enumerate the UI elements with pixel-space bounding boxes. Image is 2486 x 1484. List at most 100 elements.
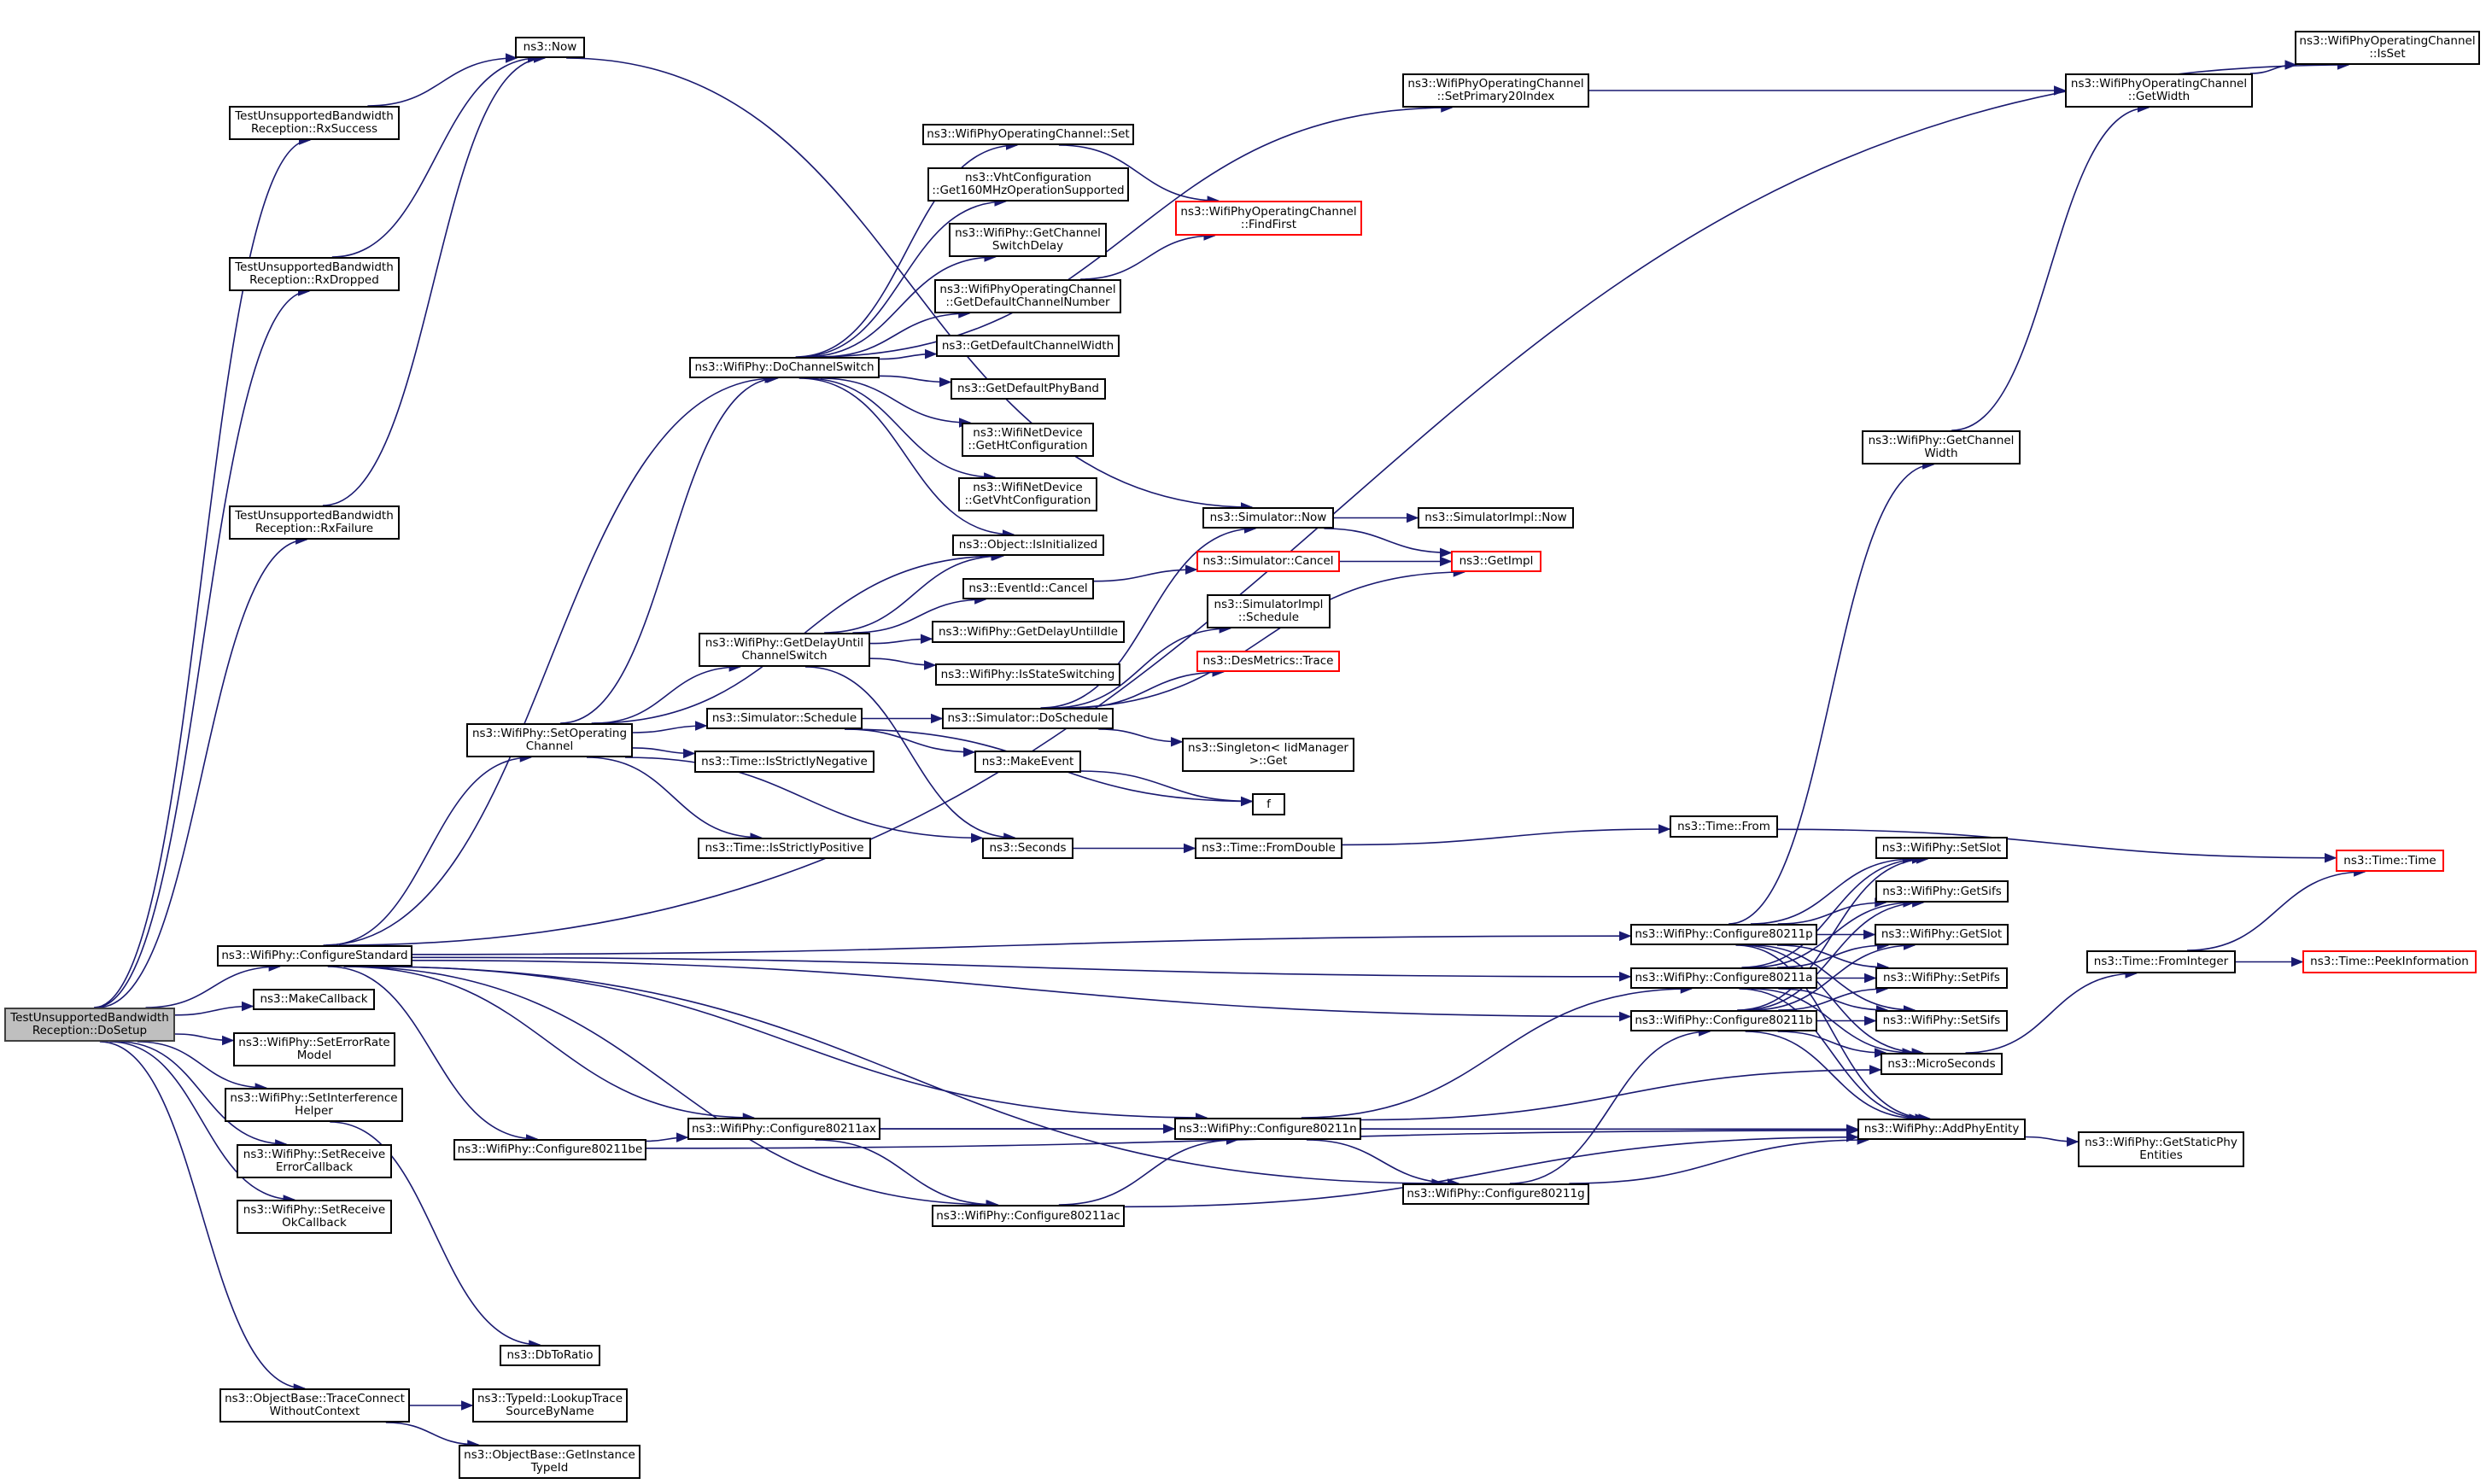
node-set-slot[interactable]: ns3::WifiPhy::SetSlot (1875, 837, 2008, 859)
node-op-chan-set[interactable]: ns3::WifiPhyOperatingChannel::Set (922, 124, 1134, 145)
node-do-channel-switch[interactable]: ns3::WifiPhy::DoChannelSwitch (689, 357, 880, 378)
node-set-interference-helper[interactable]: ns3::WifiPhy::SetInterference Helper (225, 1088, 403, 1122)
node-add-phy-entity[interactable]: ns3::WifiPhy::AddPhyEntity (1857, 1119, 2026, 1140)
node-is-state-switching[interactable]: ns3::WifiPhy::IsStateSwitching (935, 663, 1120, 686)
node-do-setup[interactable]: TestUnsupportedBandwidth Reception::DoSe… (4, 1008, 175, 1042)
node-set-receive-ok-callback[interactable]: ns3::WifiPhy::SetReceive OkCallback (237, 1200, 392, 1234)
node-is-set[interactable]: ns3::WifiPhyOperatingChannel ::IsSet (2295, 31, 2480, 65)
node-rx-failure[interactable]: TestUnsupportedBandwidth Reception::RxFa… (229, 505, 400, 540)
node-des-metrics-trace[interactable]: ns3::DesMetrics::Trace (1196, 651, 1340, 672)
node-label: ns3::TypeId::LookupTrace SourceByName (477, 1392, 623, 1418)
node-label: ns3::Time::IsStrictlyPositive (705, 841, 864, 855)
node-make-callback[interactable]: ns3::MakeCallback (253, 989, 375, 1010)
node-db-to-ratio[interactable]: ns3::DbToRatio (500, 1345, 600, 1366)
node-configure80211a[interactable]: ns3::WifiPhy::Configure80211a (1630, 967, 1817, 989)
node-f[interactable]: f (1252, 793, 1285, 815)
edge-do-setup-to-make-callback (174, 1001, 254, 1016)
node-peek-information[interactable]: ns3::Time::PeekInformation (2302, 950, 2477, 973)
node-simulator-cancel[interactable]: ns3::Simulator::Cancel (1196, 551, 1340, 572)
node-set-sifs[interactable]: ns3::WifiPhy::SetSifs (1875, 1010, 2008, 1031)
node-now[interactable]: ns3::Now (515, 37, 585, 58)
node-make-event[interactable]: ns3::MakeEvent (974, 751, 1081, 773)
node-from-integer[interactable]: ns3::Time::FromInteger (2086, 950, 2236, 973)
node-get-static-phy-entities[interactable]: ns3::WifiPhy::GetStaticPhy Entities (2078, 1131, 2244, 1167)
node-configure80211ax[interactable]: ns3::WifiPhy::Configure80211ax (687, 1118, 880, 1140)
node-label: ns3::MicroSeconds (1887, 1056, 1996, 1071)
edge-do-setup-to-set-error-rate-model (174, 1033, 235, 1046)
node-simulator-now[interactable]: ns3::Simulator::Now (1202, 507, 1334, 529)
node-get-ht-configuration[interactable]: ns3::WifiNetDevice ::GetHtConfiguration (962, 423, 1094, 457)
node-configure80211b[interactable]: ns3::WifiPhy::Configure80211b (1630, 1010, 1817, 1031)
node-get-default-phy-band[interactable]: ns3::GetDefaultPhyBand (951, 378, 1106, 400)
node-label: ns3::ObjectBase::GetInstance TypeId (464, 1448, 635, 1475)
node-configure80211p[interactable]: ns3::WifiPhy::Configure80211p (1630, 924, 1817, 945)
node-configure80211n[interactable]: ns3::WifiPhy::Configure80211n (1174, 1118, 1361, 1140)
node-configure80211ac[interactable]: ns3::WifiPhy::Configure80211ac (932, 1205, 1125, 1227)
node-label: TestUnsupportedBandwidth Reception::RxFa… (235, 509, 394, 535)
node-find-first[interactable]: ns3::WifiPhyOperatingChannel ::FindFirst (1175, 201, 1362, 236)
edge-configure-standard-to-configure80211g (367, 966, 1444, 1189)
edge-configure80211p-to-set-slot (1750, 854, 1916, 925)
edge-configure80211n-to-configure80211a (1301, 984, 1693, 1119)
node-configure80211be[interactable]: ns3::WifiPhy::Configure80211be (453, 1139, 646, 1160)
node-lookup-trace-source-by-name[interactable]: ns3::TypeId::LookupTrace SourceByName (472, 1388, 628, 1423)
node-set-pifs[interactable]: ns3::WifiPhy::SetPifs (1875, 967, 2008, 989)
node-label: ns3::Time::FromInteger (2093, 955, 2229, 968)
node-get-slot[interactable]: ns3::WifiPhy::GetSlot (1875, 924, 2009, 945)
node-configure80211g[interactable]: ns3::WifiPhy::Configure80211g (1402, 1183, 1589, 1205)
node-set-receive-error-callback[interactable]: ns3::WifiPhy::SetReceive ErrorCallback (237, 1144, 392, 1178)
edge-do-schedule-to-singleton-get (1098, 728, 1184, 747)
node-label: ns3::WifiPhy::Configure80211be (457, 1142, 643, 1156)
edge-get-channel-width-to-get-width (1951, 102, 2150, 431)
edge-do-channel-switch-to-is-initialized (798, 377, 1015, 540)
node-get-channel-width[interactable]: ns3::WifiPhy::GetChannel Width (1862, 430, 2021, 464)
node-from-double[interactable]: ns3::Time::FromDouble (1195, 838, 1342, 859)
edge-do-channel-switch-to-get-channel-switch-delay (804, 252, 997, 358)
node-trace-connect-without-context[interactable]: ns3::ObjectBase::TraceConnect WithoutCon… (219, 1388, 410, 1423)
node-set-error-rate-model[interactable]: ns3::WifiPhy::SetErrorRate Model (233, 1032, 395, 1066)
node-label: ns3::WifiPhy::AddPhyEntity (1863, 1122, 2020, 1136)
node-get-delay-until-idle[interactable]: ns3::WifiPhy::GetDelayUntilIdle (932, 621, 1125, 643)
edge-simulator-schedule-to-make-event (844, 728, 976, 757)
node-get-delay-until-channel-switch[interactable]: ns3::WifiPhy::GetDelayUntil ChannelSwitc… (699, 633, 870, 667)
node-set-operating-channel[interactable]: ns3::WifiPhy::SetOperating Channel (466, 723, 633, 757)
node-get-default-channel-number[interactable]: ns3::WifiPhyOperatingChannel ::GetDefaul… (934, 279, 1121, 313)
edge-configure80211a-to-set-slot (1741, 854, 1925, 968)
node-label: ns3::Time::FromDouble (1202, 841, 1336, 855)
node-simulator-impl-now[interactable]: ns3::SimulatorImpl::Now (1418, 507, 1574, 529)
node-is-strictly-negative[interactable]: ns3::Time::IsStrictlyNegative (694, 751, 874, 773)
node-simulator-impl-schedule[interactable]: ns3::SimulatorImpl ::Schedule (1207, 594, 1331, 628)
edge-set-operating-channel-to-seconds (624, 757, 984, 844)
node-label: ns3::WifiPhyOperatingChannel ::FindFirst (1180, 204, 1357, 231)
node-get-vht-configuration[interactable]: ns3::WifiNetDevice ::GetVhtConfiguration (958, 477, 1097, 511)
edge-do-setup-to-set-receive-ok-callback (109, 1041, 296, 1205)
node-time-from[interactable]: ns3::Time::From (1670, 815, 1778, 838)
node-get-channel-switch-delay[interactable]: ns3::WifiPhy::GetChannel SwitchDelay (949, 223, 1107, 257)
node-micro-seconds[interactable]: ns3::MicroSeconds (1881, 1053, 2003, 1075)
node-seconds[interactable]: ns3::Seconds (982, 838, 1073, 859)
node-time-time[interactable]: ns3::Time::Time (2336, 850, 2444, 872)
node-simulator-schedule[interactable]: ns3::Simulator::Schedule (706, 708, 863, 729)
node-get-instance-type-id[interactable]: ns3::ObjectBase::GetInstance TypeId (459, 1445, 641, 1479)
node-configure-standard[interactable]: ns3::WifiPhy::ConfigureStandard (217, 945, 412, 967)
node-event-id-cancel[interactable]: ns3::EventId::Cancel (962, 578, 1094, 599)
node-singleton-get[interactable]: ns3::Singleton< IidManager >::Get (1182, 738, 1354, 772)
node-rx-dropped[interactable]: TestUnsupportedBandwidth Reception::RxDr… (229, 257, 400, 291)
node-label: ns3::Time::From (1677, 819, 1770, 833)
node-label: ns3::Now (523, 40, 577, 54)
node-is-initialized[interactable]: ns3::Object::IsInitialized (952, 535, 1104, 556)
node-rx-success[interactable]: TestUnsupportedBandwidth Reception::RxSu… (229, 106, 400, 140)
node-get-impl[interactable]: ns3::GetImpl (1451, 551, 1541, 572)
edge-do-schedule-to-simulator-now (1040, 523, 1257, 709)
node-do-schedule[interactable]: ns3::Simulator::DoSchedule (942, 708, 1114, 729)
node-get-width[interactable]: ns3::WifiPhyOperatingChannel ::GetWidth (2065, 73, 2253, 108)
node-label: ns3::WifiPhy::GetDelayUntilIdle (939, 624, 1118, 639)
node-get-sifs[interactable]: ns3::WifiPhy::GetSifs (1875, 880, 2009, 903)
edge-do-setup-to-rx-success (93, 135, 312, 1008)
node-get160[interactable]: ns3::VhtConfiguration ::Get160MHzOperati… (927, 167, 1129, 202)
node-label: ns3::WifiPhy::SetReceive OkCallback (243, 1203, 386, 1230)
node-set-primary20-index[interactable]: ns3::WifiPhyOperatingChannel ::SetPrimar… (1402, 73, 1589, 108)
node-is-strictly-positive[interactable]: ns3::Time::IsStrictlyPositive (698, 838, 871, 859)
node-get-default-channel-width[interactable]: ns3::GetDefaultChannelWidth (936, 335, 1120, 357)
